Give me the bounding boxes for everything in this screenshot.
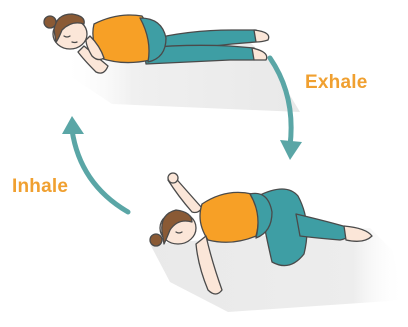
exhale-label: Exhale <box>305 72 367 94</box>
curved-arrow-up-icon <box>62 116 128 212</box>
inhale-label: Inhale <box>12 176 68 198</box>
